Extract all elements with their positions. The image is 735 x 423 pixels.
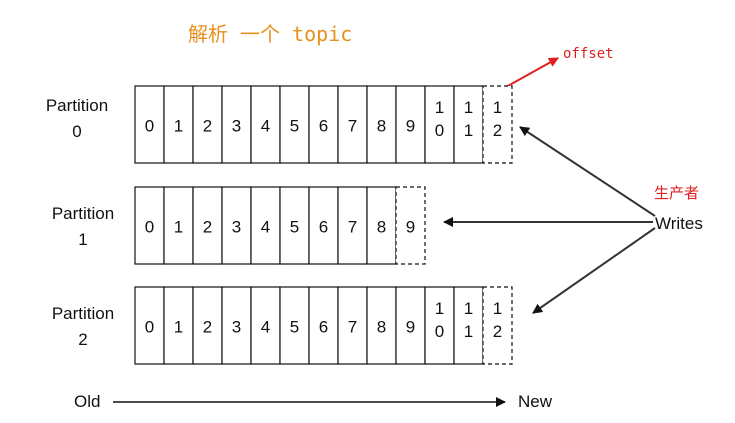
partition-label: Partition [46, 96, 108, 115]
next-offset-value: 2 [493, 121, 502, 140]
offset-value: 3 [232, 117, 241, 136]
next-offset-value: 2 [493, 322, 502, 341]
partition-label: Partition [52, 204, 114, 223]
next-write-cell [482, 85, 513, 164]
log-cell [221, 85, 252, 164]
offset-value: 5 [290, 318, 299, 337]
log-cell [308, 286, 339, 365]
log-cell [279, 286, 310, 365]
offset-value: 1 [464, 121, 473, 140]
offset-value: 6 [319, 117, 328, 136]
offset-value: 1 [174, 218, 183, 237]
offset-value: 0 [145, 218, 154, 237]
offset-value: 1 [464, 322, 473, 341]
offset-value: 7 [348, 318, 357, 337]
offset-value: 6 [319, 318, 328, 337]
offset-value: 9 [406, 318, 415, 337]
offset-value: 1 [174, 318, 183, 337]
new-label: New [518, 392, 553, 411]
offset-value: 4 [261, 117, 270, 136]
offset-value: 7 [348, 117, 357, 136]
log-cell [279, 186, 310, 265]
partition-number: 1 [78, 230, 87, 249]
partition-1: Partition 1 0 1 2 3 4 5 6 7 8 9 [52, 186, 426, 265]
offset-value: 8 [377, 117, 386, 136]
offset-value: 8 [377, 218, 386, 237]
log-cell [337, 85, 368, 164]
next-write-cell [482, 286, 513, 365]
offset-value: 6 [319, 218, 328, 237]
offset-value: 2 [203, 218, 212, 237]
offset-value: 0 [145, 318, 154, 337]
writes-arrow-partition-0 [519, 126, 656, 217]
log-cell [308, 186, 339, 265]
next-offset-value: 1 [493, 299, 502, 318]
offset-value: 1 [464, 98, 473, 117]
writes-label: Writes [655, 214, 703, 233]
offset-label: offset [563, 46, 614, 62]
log-cell [279, 85, 310, 164]
next-offset-value: 1 [493, 98, 502, 117]
offset-value: 5 [290, 117, 299, 136]
offset-value: 1 [435, 299, 444, 318]
offset-value: 1 [464, 299, 473, 318]
log-cell [395, 85, 426, 164]
old-label: Old [74, 392, 100, 411]
offset-value: 3 [232, 318, 241, 337]
log-cell [424, 85, 455, 164]
diagram-title: 解析 一个 topic [188, 22, 352, 46]
next-offset-value: 9 [406, 218, 415, 237]
log-cell [250, 186, 281, 265]
log-cell [250, 286, 281, 365]
log-cell [453, 85, 484, 164]
log-cell [192, 85, 223, 164]
log-cell [192, 286, 223, 365]
log-cell [221, 286, 252, 365]
offset-value: 2 [203, 318, 212, 337]
writes-arrow-partition-2 [532, 227, 656, 314]
log-cell [337, 286, 368, 365]
offset-value: 0 [435, 322, 444, 341]
log-cell [308, 85, 339, 164]
partition-number: 2 [78, 330, 87, 349]
log-cell [163, 186, 194, 265]
producer-label: 生产者 [654, 184, 699, 202]
offset-value: 9 [406, 117, 415, 136]
log-cell [395, 286, 426, 365]
offset-value: 7 [348, 218, 357, 237]
log-cell [163, 286, 194, 365]
log-cell [221, 186, 252, 265]
offset-value: 4 [261, 218, 270, 237]
log-cell [366, 85, 397, 164]
log-cell [134, 286, 165, 365]
offset-value: 4 [261, 318, 270, 337]
partition-number: 0 [72, 122, 81, 141]
offset-value: 1 [435, 98, 444, 117]
offset-value: 8 [377, 318, 386, 337]
log-cell [453, 286, 484, 365]
offset-value: 0 [145, 117, 154, 136]
log-cell [192, 186, 223, 265]
offset-value: 3 [232, 218, 241, 237]
offset-value: 5 [290, 218, 299, 237]
offset-value: 2 [203, 117, 212, 136]
log-cell [337, 186, 368, 265]
offset-value: 1 [174, 117, 183, 136]
partition-label: Partition [52, 304, 114, 323]
offset-value: 0 [435, 121, 444, 140]
next-write-cell [395, 186, 426, 265]
log-cell [366, 186, 397, 265]
